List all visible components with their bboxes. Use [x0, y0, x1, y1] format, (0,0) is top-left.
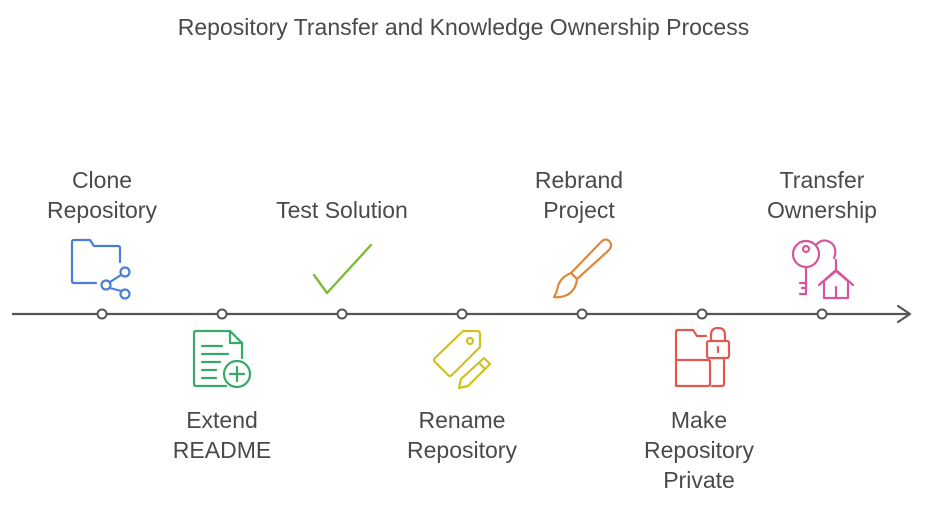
- step-label-transfer-ownership: Transfer Ownership: [767, 167, 877, 223]
- milestone-marker-6: [696, 308, 708, 320]
- step-label-make-repository-private: Make Repository Private: [644, 407, 754, 493]
- milestone-marker-3: [336, 308, 348, 320]
- milestone-marker-4: [456, 308, 468, 320]
- step-label-extend-readme: Extend README: [172, 407, 272, 463]
- step-label-rename-repository: Rename Repository: [407, 407, 517, 463]
- step-label-test-solution: Test Solution: [276, 197, 408, 223]
- milestone-marker-2: [216, 308, 228, 320]
- milestone-marker-5: [576, 308, 588, 320]
- checkmark-icon: [312, 243, 373, 295]
- milestone-marker-1: [96, 308, 108, 320]
- paintbrush-icon: [552, 238, 613, 299]
- tag-pencil-icon: [432, 329, 492, 390]
- milestone-marker-7: [816, 308, 828, 320]
- folder-lock-icon: [674, 326, 731, 388]
- step-label-rebrand-project: Rebrand Project: [534, 167, 624, 223]
- folder-share-icon: [70, 238, 131, 300]
- step-label-clone-repository: Clone Repository: [47, 167, 157, 223]
- key-house-icon: [791, 239, 855, 300]
- document-add-icon: [192, 329, 252, 389]
- timeline-arrowhead: [896, 304, 912, 324]
- diagram-title: Repository Transfer and Knowledge Owners…: [177, 14, 750, 40]
